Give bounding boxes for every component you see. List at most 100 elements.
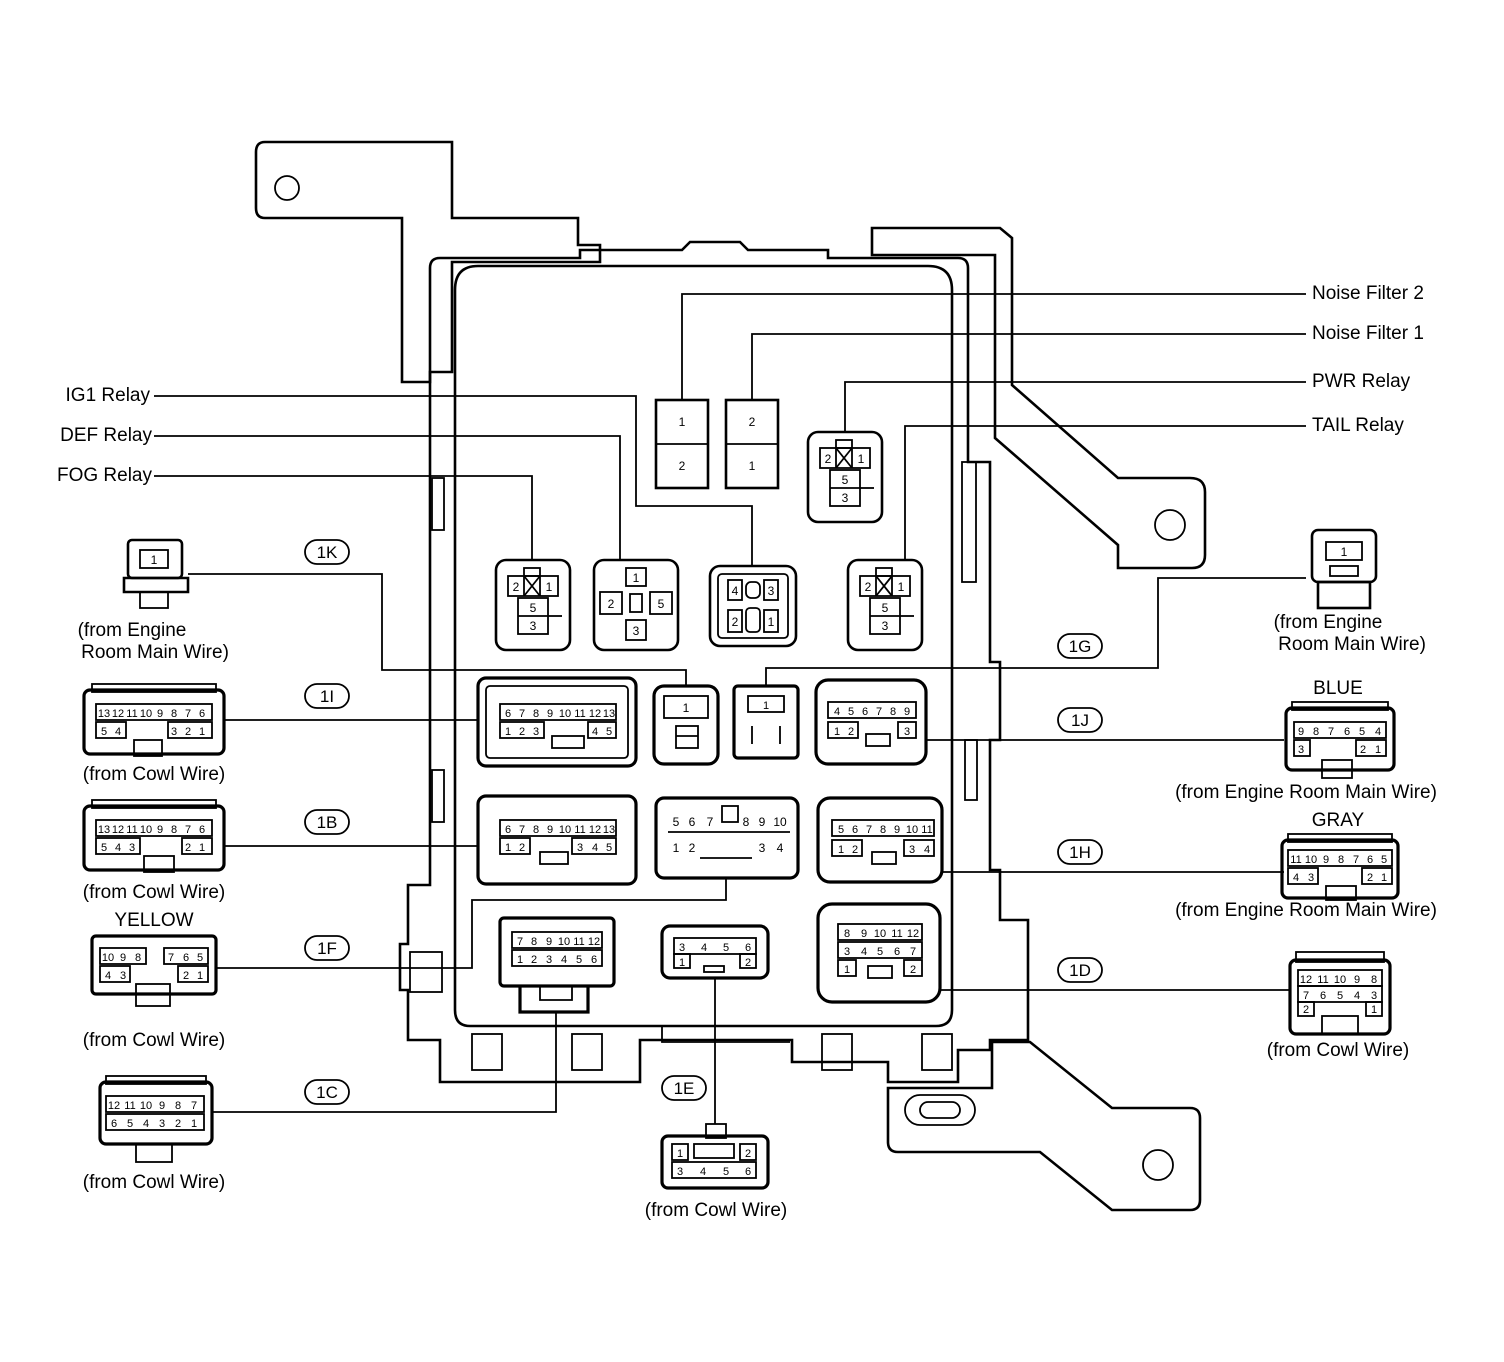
pin-label: 10 [558,936,570,948]
pin-label: 9 [1323,854,1329,866]
connector-callouts: 1K 1I 1B 1F 1C 1G 1J 1H 1D 1E [304,539,1103,1105]
pin-label: 4 [732,584,739,598]
pin-label: 10 [140,1100,152,1112]
pin-label: 3 [909,844,915,856]
pin-label: 2 [745,957,751,969]
callout-1D: 1D [1057,957,1103,983]
block-connector-1H: 5 6 7 8 9 10 11 1 2 3 4 [816,796,944,884]
pin-label: 1 [633,571,640,585]
pin-label: 13 [98,708,110,720]
pin-label: 2 [519,842,525,854]
block-connector-1I: 6 7 8 9 10 11 12 13 1 2 3 4 5 [476,676,638,768]
pin-label: 4 [592,842,598,854]
pin-label: 3 [677,1166,683,1178]
pin-label: 1B [317,813,338,832]
pin-label: 12 [588,936,600,948]
pin-label: Room Main Wire) [1278,634,1426,655]
pin-label: 7 [876,706,882,718]
relay-labels: Noise Filter 2 Noise Filter 1 PWR Relay … [57,283,1424,486]
pin-label: 9 [157,708,163,720]
pin-label: 9 [1354,974,1360,986]
block-connector-middle: 5 6 7 8 9 10 1 2 3 4 [654,796,800,880]
pin-label: 1J [1071,711,1089,730]
callout-1I: 1I [304,683,350,709]
pin-label: 7 [866,824,872,836]
def-relay: 1 2 5 3 [592,558,680,652]
block-connector-1K: 1 [652,684,720,766]
ig1-relay: 4 3 2 1 [708,564,798,648]
external-connector-1C: 12 11 10 9 8 7 6 5 4 3 2 1 (from Cowl Wi… [83,1075,225,1193]
pin-label: 3 [171,726,177,738]
pin-label: 6 [852,824,858,836]
pwr-relay: 2 1 5 3 [806,430,884,524]
pin-label: 10 [102,952,114,964]
junction-block-housing [254,140,1207,1212]
pin-label: 7 [185,708,191,720]
pin-label: 3 [129,842,135,854]
pin-label: 1 [763,700,769,712]
pin-label: 6 [1320,990,1326,1002]
pin-label: 5 [842,473,849,487]
pin-label: 6 [745,1166,751,1178]
pin-label: 8 [533,824,539,836]
pin-label: 6 [1367,854,1373,866]
block-connector-1J: 4 5 6 7 8 9 1 2 3 [814,678,928,766]
callout-1B: 1B [304,809,350,835]
pin-label: 4 [701,942,707,954]
pin-label: 4 [924,844,930,856]
pin-label: 1 [898,580,905,594]
pin-label: 12 [112,708,124,720]
external-connector-1J: BLUE 9 8 7 6 5 4 3 2 1 (from Engine Room… [1175,678,1437,803]
pin-label: 5 [658,597,665,611]
external-connector-1I: 13 12 11 10 9 8 7 6 5 4 3 2 1 (from Cowl… [82,683,226,785]
pin-label: 12 [589,708,601,720]
pin-label: 2 [183,970,189,982]
pin-label: (from Cowl Wire) [83,764,226,785]
pin-label: 1 [1341,545,1348,559]
pin-label: 2 [185,726,191,738]
pin-label: 9 [120,952,126,964]
pin-label: 1 [679,415,686,429]
callout-1F: 1F [304,935,350,961]
pin-label: 9 [1298,726,1304,738]
pin-label: 2 [1360,744,1366,756]
pin-label: 3 [159,1118,165,1130]
pin-label: 10 [559,824,571,836]
pin-label: 1D [1069,961,1091,980]
pin-label: 5 [723,942,729,954]
pin-label: 12 [112,824,124,836]
pin-label: 11 [1290,854,1301,866]
pin-label: 4 [561,954,567,966]
pin-label: 1 [834,726,840,738]
pin-label: 5 [576,954,582,966]
pin-label: 3 [577,842,583,854]
pin-label: 2 [513,580,520,594]
pin-label: 7 [1353,854,1359,866]
pin-label: 5 [1359,726,1365,738]
yellow-color-label: YELLOW [114,910,193,931]
external-connector-1H: GRAY 11 10 9 8 7 6 5 4 3 2 1 (from Engin… [1175,810,1437,921]
pin-label: 13 [603,824,615,836]
pin-label: 8 [890,706,896,718]
pin-label: 5 [882,601,889,615]
pin-label: 11 [574,708,585,720]
pin-row-top [499,703,617,721]
pin-label: (from Engine [78,620,187,641]
pin-label: 1 [679,957,685,969]
pin-label: 6 [1344,726,1350,738]
pin-label: 1 [673,841,680,855]
pin-label: 1 [838,844,844,856]
pin-label: 1 [683,701,690,715]
pin-label: 4 [700,1166,706,1178]
pin-label: 4 [592,726,598,738]
gray-color-label: GRAY [1312,810,1365,831]
pin-label: 6 [591,954,597,966]
pin-label: 6 [894,946,900,958]
pin-label: 5 [127,1118,133,1130]
pin-label: (from Cowl Wire) [645,1200,788,1221]
pin-label: 5 [101,726,107,738]
pin-label: 5 [606,726,612,738]
pin-label: 8 [1371,974,1377,986]
fog-relay: 2 1 5 3 [494,558,572,652]
